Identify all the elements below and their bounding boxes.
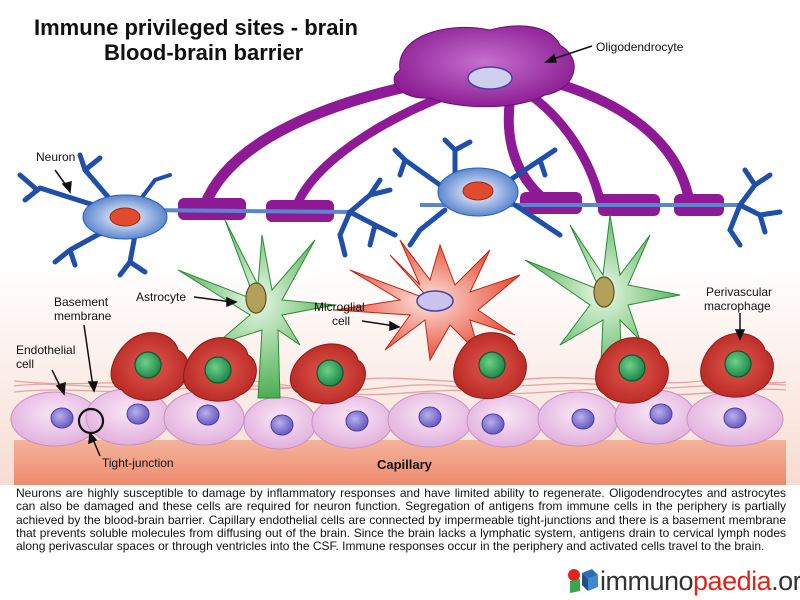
microglial-nucleus <box>416 290 454 312</box>
immunopaedia-logo: immunopaedia.org <box>560 565 800 597</box>
label-endothelial-2: cell <box>16 357 35 371</box>
label-perivascular-1: Perivascular <box>706 285 773 299</box>
label-microglial-2: cell <box>332 314 351 328</box>
logo-part-2: paedia <box>693 566 772 596</box>
blood-brain-barrier-diagram <box>0 0 800 485</box>
label-endothelial-1: Endothelial <box>16 343 76 357</box>
astrocyte-right-nucleus <box>593 276 615 308</box>
label-arrows <box>51 45 746 457</box>
label-basement-2: membrane <box>54 309 112 323</box>
title-line-1: Immune privileged sites - brain <box>34 15 358 40</box>
label-capillary: Capillary <box>377 457 432 472</box>
label-astrocyte: Astrocyte <box>136 290 187 304</box>
oligodendrocyte-processes <box>199 74 695 215</box>
axon-terminals <box>337 167 783 258</box>
title-line-2: Blood-brain barrier <box>104 40 304 65</box>
tight-junction-marker <box>77 407 105 435</box>
logo-mark-icon <box>568 569 598 593</box>
logo-part-3: .org <box>771 566 800 596</box>
label-perivascular-2: macrophage <box>704 299 771 313</box>
label-microglial-1: Microglial <box>314 300 365 314</box>
neuron-right <box>392 137 563 248</box>
macrophage-nuclei <box>134 350 752 387</box>
neuron-left <box>17 152 172 278</box>
endothelial-nuclei <box>50 403 747 436</box>
label-neuron: Neuron <box>36 150 76 164</box>
label-oligodendrocyte: Oligodendrocyte <box>596 40 684 54</box>
neuron-left-nucleus <box>109 207 141 227</box>
neuron-right-nucleus <box>462 181 494 201</box>
label-basement-1: Basement <box>54 295 109 309</box>
logo-wordmark: immunopaedia.org <box>600 566 800 597</box>
oligodendrocyte-body <box>393 25 575 108</box>
oligodendrocyte-nucleus <box>467 66 513 90</box>
logo-part-1: immuno <box>600 566 694 596</box>
capillary <box>14 440 786 485</box>
caption-text: Neurons are highly susceptible to damage… <box>16 486 786 554</box>
label-tight-junction: Tight-junction <box>102 456 174 470</box>
astrocyte-left-nucleus <box>245 282 267 314</box>
